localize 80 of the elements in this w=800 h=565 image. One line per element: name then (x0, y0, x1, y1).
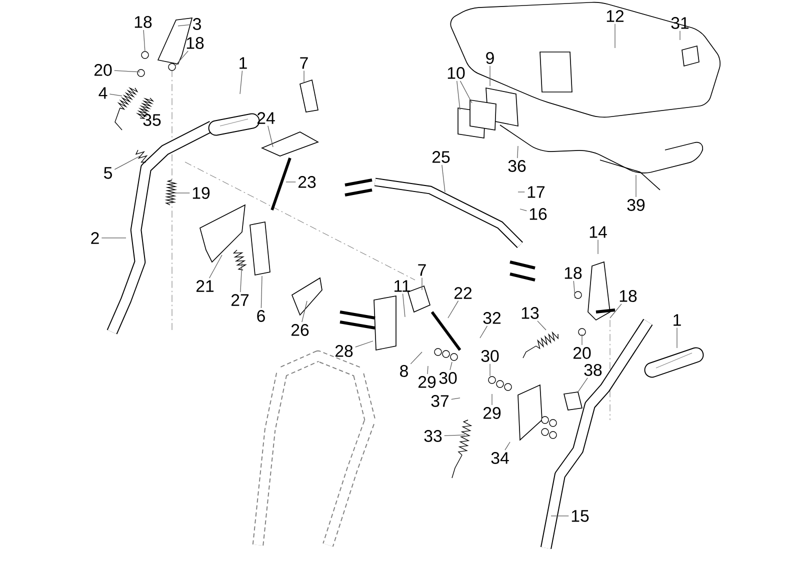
leader-line (442, 164, 446, 192)
callout-number: 23 (298, 176, 316, 188)
callout-number: 37 (431, 395, 449, 407)
leader-line (573, 280, 576, 298)
callout-number: 32 (483, 312, 501, 324)
leader-line (302, 300, 308, 322)
callout-number: 34 (491, 452, 509, 464)
leader-line (240, 262, 242, 292)
callout-number: 38 (584, 364, 602, 376)
callout-number: 27 (231, 294, 249, 306)
leader-line (268, 126, 274, 148)
leader-line (504, 442, 510, 450)
leader-line (610, 304, 622, 318)
leader-line (142, 106, 147, 112)
leader-line (676, 327, 678, 348)
leader-line (174, 192, 190, 194)
leader-line (451, 398, 460, 400)
callout-number: 7 (418, 264, 426, 276)
callout-number: 26 (291, 324, 309, 336)
callout-number: 30 (439, 372, 457, 384)
callout-number: 20 (94, 64, 112, 76)
leader-line (578, 378, 588, 392)
callout-number: 7 (300, 57, 308, 69)
callout-number: 2 (91, 232, 99, 244)
callout-number: 17 (528, 186, 545, 198)
leader-line (174, 50, 188, 66)
leader-line (614, 24, 616, 48)
callout-number: 18 (186, 37, 204, 49)
leader-line (114, 156, 140, 170)
callout-number: 14 (590, 226, 607, 238)
callout-number: 15 (572, 510, 589, 522)
callout-number: 28 (335, 345, 353, 357)
callout-number: 10 (448, 67, 465, 79)
leader-line (178, 24, 191, 26)
callout-number: 4 (98, 87, 108, 99)
callout-number: 25 (432, 151, 450, 163)
leader-line (427, 366, 428, 374)
callout-number: 33 (424, 430, 442, 442)
leader-line (537, 320, 546, 330)
callout-number: 36 (508, 160, 526, 172)
callout-number: 35 (143, 114, 161, 126)
leader-line (444, 434, 466, 436)
callout-number: 5 (104, 167, 112, 179)
callout-number: 16 (530, 208, 547, 220)
callout-number: 11 (394, 280, 410, 292)
leader-line (109, 94, 122, 96)
callout-number: 18 (134, 16, 152, 28)
callout-number: 39 (627, 199, 645, 211)
callout-number: 29 (483, 407, 501, 419)
leader-line (450, 362, 452, 370)
callout-number: 1 (240, 57, 247, 69)
leader-line (260, 276, 262, 308)
callout-number: 18 (620, 290, 637, 302)
callout-number: 18 (564, 267, 582, 279)
leader-line (520, 208, 527, 212)
callout-number: 8 (400, 365, 408, 377)
leader-line (460, 80, 472, 104)
leader-line (402, 293, 406, 318)
callout-number: 13 (522, 307, 539, 319)
leader-line (355, 340, 374, 348)
callout-number: 22 (454, 287, 472, 299)
callout-number: 19 (192, 187, 210, 199)
leader-line (143, 30, 146, 52)
leader-line (114, 70, 140, 72)
leader-line (480, 326, 488, 338)
leader-line (448, 300, 459, 318)
leader-line (410, 352, 422, 364)
callout-number: 30 (481, 350, 499, 362)
callout-number: 1 (674, 314, 681, 326)
leader-line (456, 80, 460, 110)
callout-number: 21 (196, 280, 214, 292)
leader-line (240, 70, 243, 94)
leader-line (517, 146, 518, 158)
callout-number: 29 (418, 376, 436, 388)
callout-number: 20 (573, 347, 591, 359)
leader-line (209, 254, 222, 278)
callout-number: 12 (606, 10, 624, 22)
callout-number: 3 (192, 18, 201, 30)
callout-number: 6 (257, 310, 265, 322)
callout-number: 9 (486, 52, 494, 64)
